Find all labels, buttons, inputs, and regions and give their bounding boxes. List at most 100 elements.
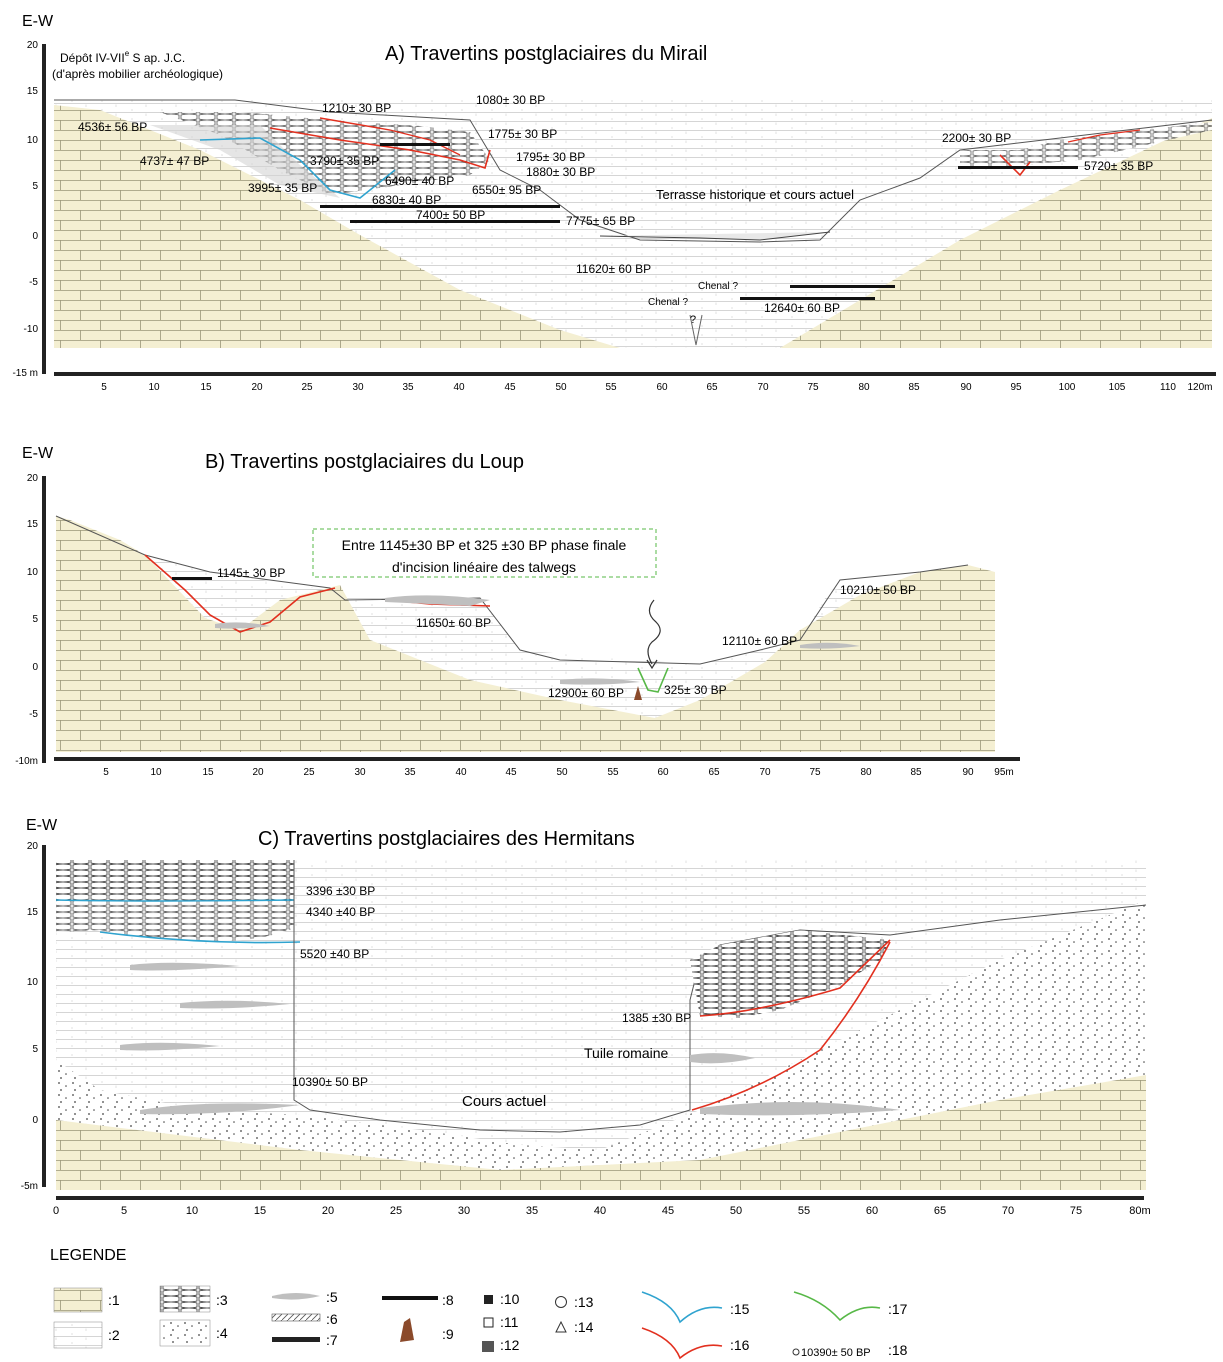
panel-c-travertine-lower — [56, 896, 294, 942]
x-tick: 20 — [252, 767, 264, 778]
panel-a-channel-marker — [689, 314, 703, 346]
x-tick: 10 — [150, 767, 162, 778]
x-tick: 50 — [556, 767, 568, 778]
panel-c-lens — [140, 1103, 300, 1115]
x-tick: 95 — [1010, 382, 1022, 393]
date-label: 4536± 56 BP — [78, 120, 147, 134]
y-tick: 15 — [27, 86, 39, 97]
panel-a-title: A) Travertins postglaciaires du Mirail — [385, 43, 707, 65]
panel-c-travertine-top — [56, 860, 294, 896]
panel-c-lens — [120, 1042, 220, 1051]
x-tick: 80 — [858, 382, 870, 393]
legend-swatch-tile — [400, 1318, 414, 1342]
panel-a-limestone-left — [54, 105, 620, 348]
date-label: 4340 ±40 BP — [306, 905, 375, 919]
date-label: 1145± 30 BP — [217, 566, 285, 580]
legend-line-red — [641, 1327, 723, 1360]
panel-a-x-axis — [54, 372, 1216, 376]
x-tick: 65 — [706, 382, 718, 393]
legend-symbol-date-circle — [792, 1348, 800, 1356]
date-label: 7775± 65 BP — [566, 214, 635, 228]
panel-a-note-line2: (d'après mobilier archéologique) — [52, 67, 223, 81]
panel-c-lens — [130, 962, 240, 971]
x-tick: 95m — [994, 767, 1013, 778]
legend-swatch-hatch — [271, 1313, 321, 1322]
y-tick: -5 — [29, 709, 38, 720]
panel-c-y-axis — [42, 845, 46, 1187]
y-tick: -10m — [15, 756, 38, 767]
x-tick: 60 — [656, 382, 668, 393]
y-tick: -15 m — [12, 368, 38, 379]
panel-a-orientation: E-W — [22, 13, 54, 30]
legend-item: :1 — [108, 1292, 120, 1308]
x-tick: 10 — [186, 1205, 198, 1217]
date-label: 1385 ±30 BP — [622, 1011, 691, 1025]
date-label: 12110± 60 BP — [722, 634, 797, 648]
y-tick: 5 — [32, 614, 38, 625]
x-tick: 65 — [934, 1205, 946, 1217]
panel-b-tile — [634, 686, 642, 700]
panel-a-x-ticks: 5 10 15 20 25 30 35 40 45 50 55 60 65 70… — [101, 382, 1212, 393]
y-tick: 20 — [27, 40, 39, 51]
x-tick: 60 — [657, 767, 669, 778]
panel-c-lens — [700, 1101, 900, 1116]
x-tick: 10 — [148, 382, 160, 393]
legend-symbol-open-square — [483, 1317, 494, 1328]
legend-item: :8 — [442, 1292, 454, 1308]
date-label: 11650± 60 BP — [416, 616, 491, 630]
panel-c: E-W C) Travertins postglaciaires des Her… — [21, 817, 1151, 1217]
legend-item: :14 — [574, 1319, 594, 1335]
date-label: 11620± 60 BP — [576, 262, 651, 276]
date-label: 6490± 40 BP — [385, 174, 454, 188]
x-tick: 20 — [251, 382, 263, 393]
legend-item: :7 — [326, 1332, 338, 1348]
y-tick: 0 — [32, 662, 38, 673]
panel-a-surface-line — [54, 99, 1213, 243]
panel-a-y-axis — [42, 44, 46, 374]
x-tick: 15 — [254, 1205, 266, 1217]
x-tick: 30 — [354, 767, 366, 778]
date-label: 1080± 30 BP — [476, 93, 545, 107]
date-label: 325± 30 BP — [664, 683, 727, 697]
y-tick: 5 — [32, 1044, 38, 1055]
legend: LEGENDE :1 :2 :3 :4 :5 :6 :7 :8 :9 :10 :… — [50, 1247, 908, 1360]
panel-a-layer-bar — [350, 220, 560, 223]
panel-b-x-axis — [54, 757, 1020, 761]
x-tick: 25 — [390, 1205, 402, 1217]
date-label: 1795± 30 BP — [516, 150, 585, 164]
panel-b-box-line2: d'incision linéaire des talwegs — [392, 559, 576, 575]
panel-a-blue-line — [199, 137, 396, 199]
date-label: 1775± 30 BP — [488, 127, 557, 141]
x-tick: 45 — [504, 382, 516, 393]
panel-a-travertine-right — [960, 122, 1212, 170]
legend-item: :9 — [442, 1326, 454, 1342]
date-label: 3396 ±30 BP — [306, 884, 375, 898]
panel-a-layer-bar — [740, 297, 875, 300]
panel-a-layer-bar — [320, 205, 560, 208]
panel-c-cours-label: Cours actuel — [462, 1093, 546, 1110]
x-tick: 5 — [121, 1205, 127, 1217]
x-tick: 60 — [866, 1205, 878, 1217]
panel-b-arrowhead — [646, 659, 658, 670]
panel-b-y-ticks: 20 15 10 5 0 -5 -10m — [15, 473, 38, 767]
panel-c-lens — [180, 1000, 290, 1009]
legend-swatch-lens — [272, 1293, 320, 1300]
x-tick: 80 — [860, 767, 872, 778]
x-tick: 55 — [605, 382, 617, 393]
x-tick: 45 — [662, 1205, 674, 1217]
x-tick: 35 — [402, 382, 414, 393]
panel-a-terrace-label: Terrasse historique et cours actuel — [656, 187, 854, 202]
date-label: 7400± 50 BP — [416, 208, 485, 222]
panel-c-blue-line-2 — [99, 931, 301, 944]
panel-b-layer-bar — [172, 577, 212, 580]
panel-b-orientation: E-W — [22, 445, 54, 462]
x-tick: 40 — [455, 767, 467, 778]
x-tick: 75 — [807, 382, 819, 393]
x-tick: 90 — [962, 767, 974, 778]
x-tick: 85 — [910, 767, 922, 778]
x-tick: 15 — [200, 382, 212, 393]
legend-swatch-dotted-bar — [272, 1337, 320, 1342]
y-tick: 5 — [32, 181, 38, 192]
panel-c-travertine-right — [690, 930, 890, 1018]
legend-item: :13 — [574, 1294, 594, 1310]
